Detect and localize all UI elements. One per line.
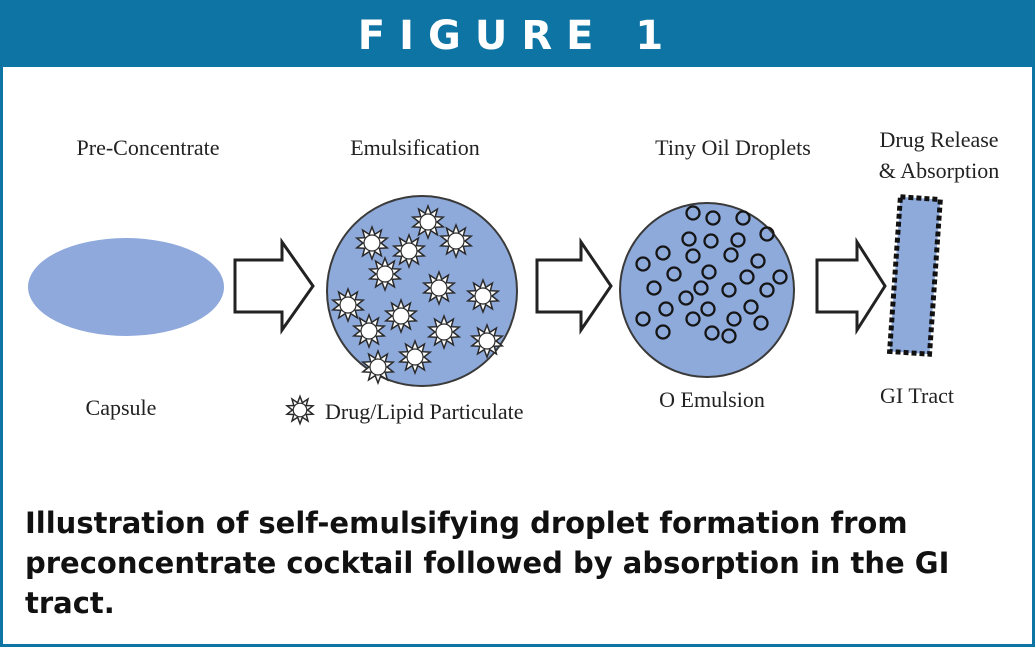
oil-droplet xyxy=(743,299,759,315)
capsule-shape xyxy=(28,238,224,336)
oil-droplet xyxy=(759,282,775,298)
oil-droplet xyxy=(635,311,651,327)
pre-concentrate-title: Pre-Concentrate xyxy=(77,135,220,160)
tiny-oil-droplets-title: Tiny Oil Droplets xyxy=(655,135,811,160)
oil-droplet xyxy=(678,290,694,306)
oil-droplet xyxy=(759,226,775,242)
oil-droplet xyxy=(703,233,719,249)
oil-droplet xyxy=(753,315,769,331)
particle-core xyxy=(478,332,496,350)
drug-release-title: Drug Release xyxy=(879,127,998,152)
particle-core xyxy=(447,232,465,250)
oil-droplet xyxy=(739,269,755,285)
arrow-1 xyxy=(233,237,315,335)
oil-droplet xyxy=(685,311,701,327)
oil-droplet xyxy=(693,280,709,296)
particle-core xyxy=(430,279,448,297)
particle-core xyxy=(435,323,453,341)
oil-droplet xyxy=(635,256,651,272)
oil-droplet xyxy=(701,264,717,280)
particulate-legend-icon xyxy=(285,394,315,426)
gi-tract-label: GI Tract xyxy=(880,383,954,408)
process-diagram: Pre-Concentrate Emulsification Tiny Oil … xyxy=(28,127,999,426)
absorption-title: & Absorption xyxy=(879,158,999,183)
oil-droplet xyxy=(685,248,701,264)
arrow-2 xyxy=(535,237,613,335)
particle-core xyxy=(339,296,357,314)
oil-droplet xyxy=(681,231,697,247)
arrow-3 xyxy=(815,236,887,336)
oil-droplet xyxy=(655,324,671,340)
particle-core xyxy=(369,358,387,376)
particle-core xyxy=(363,234,381,252)
gi-tract-bar xyxy=(886,194,943,357)
oil-droplet xyxy=(750,253,766,269)
oil-droplet xyxy=(700,301,716,317)
oil-droplet xyxy=(704,325,720,341)
drug-lipid-particles xyxy=(330,203,505,386)
oil-droplet xyxy=(646,280,662,296)
oil-droplet xyxy=(705,210,721,226)
oil-droplets xyxy=(635,205,788,344)
figure-caption: Illustration of self-emulsifying droplet… xyxy=(25,506,950,620)
particulate-legend-label: Drug/Lipid Particulate xyxy=(325,399,524,424)
particle-core xyxy=(360,322,378,340)
particle-core xyxy=(292,402,308,418)
particle-core xyxy=(376,265,394,283)
oil-droplet xyxy=(730,232,746,248)
oil-droplet xyxy=(658,301,674,317)
emulsification-title: Emulsification xyxy=(350,135,480,160)
oil-droplet xyxy=(772,269,788,285)
oil-droplet xyxy=(655,245,671,261)
oil-droplet xyxy=(666,266,682,282)
oil-droplet xyxy=(735,210,751,226)
o-emulsion-label: O Emulsion xyxy=(659,387,765,412)
figure-header: FIGURE 1 xyxy=(3,3,1032,67)
particle-core xyxy=(400,242,418,260)
particle-core xyxy=(474,287,492,305)
oil-droplet xyxy=(721,282,737,298)
capsule-label: Capsule xyxy=(86,395,157,420)
particle-core xyxy=(392,307,410,325)
particle-core xyxy=(419,213,437,231)
particle-core xyxy=(406,348,424,366)
oil-droplet xyxy=(685,205,701,221)
oil-droplet xyxy=(726,311,742,327)
oil-droplet xyxy=(723,247,739,263)
oil-droplet xyxy=(721,328,737,344)
